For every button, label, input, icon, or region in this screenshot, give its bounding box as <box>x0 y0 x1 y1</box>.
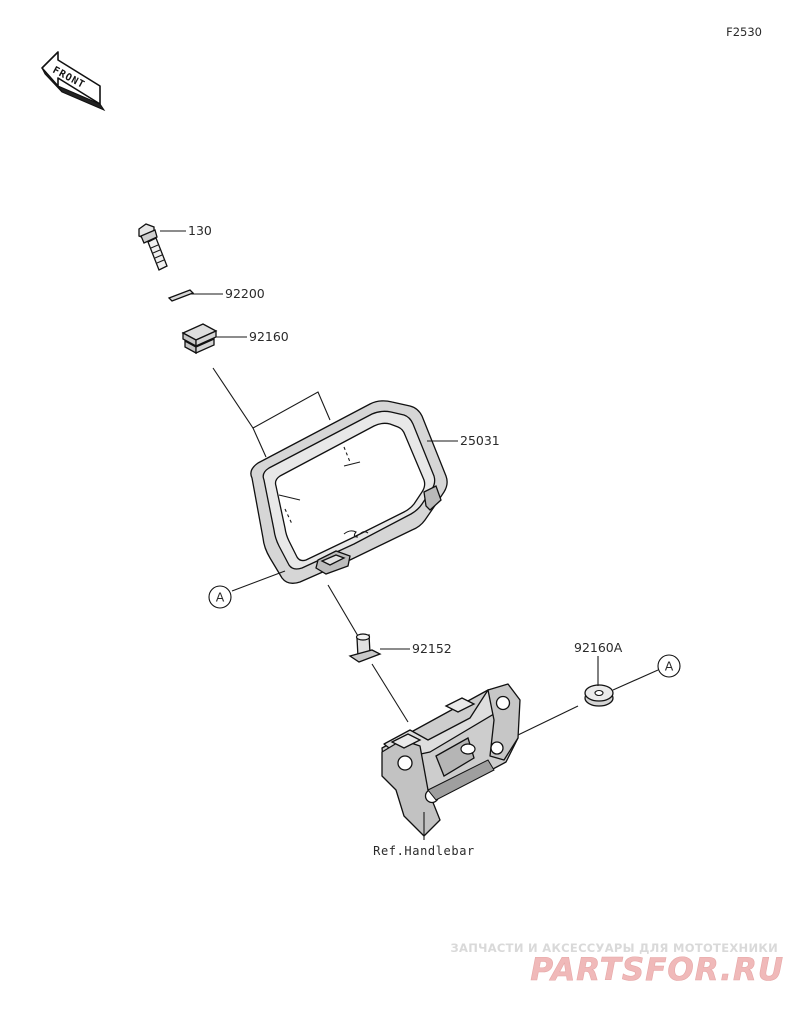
leader-callout-a-left <box>231 570 286 592</box>
meter-assembly-25031-icon <box>250 400 448 584</box>
figure-code: F2530 <box>726 25 762 39</box>
callout-a-right-label: A <box>665 659 674 674</box>
assembly-line-upper-2 <box>252 427 267 458</box>
reference-label: Ref.Handlebar <box>373 844 475 858</box>
bolt-130-icon <box>138 223 168 271</box>
callout-a-left: A <box>208 585 232 609</box>
part-number-92160: 92160 <box>249 329 289 344</box>
part-number-92160a: 92160A <box>574 640 623 655</box>
assembly-line-upper <box>212 367 331 429</box>
part-number-92152: 92152 <box>412 641 452 656</box>
watermark-tagline: ЗАПЧАСТИ И АКСЕССУАРЫ ДЛЯ МОТОТЕХНИКИ <box>451 941 778 955</box>
callout-a-left-label: A <box>216 590 225 605</box>
assembly-line-damper <box>517 705 579 736</box>
assembly-line-lower <box>371 663 409 723</box>
collar-92152-icon <box>348 633 382 663</box>
callout-a-right: A <box>657 654 681 678</box>
handlebar-holder-icon <box>381 683 521 837</box>
part-number-92200: 92200 <box>225 286 265 301</box>
front-arrow-icon: FRONT <box>41 51 106 112</box>
part-number-25031: 25031 <box>460 433 500 448</box>
grommet-92160-icon <box>181 323 218 355</box>
assembly-line-middle <box>327 584 359 637</box>
watermark-brand: PARTSFOR.RU <box>530 952 784 988</box>
washer-92200-icon <box>167 289 195 302</box>
damper-92160a-icon <box>584 684 614 707</box>
leader-callout-a-right <box>612 669 659 691</box>
part-number-130: 130 <box>188 223 212 238</box>
